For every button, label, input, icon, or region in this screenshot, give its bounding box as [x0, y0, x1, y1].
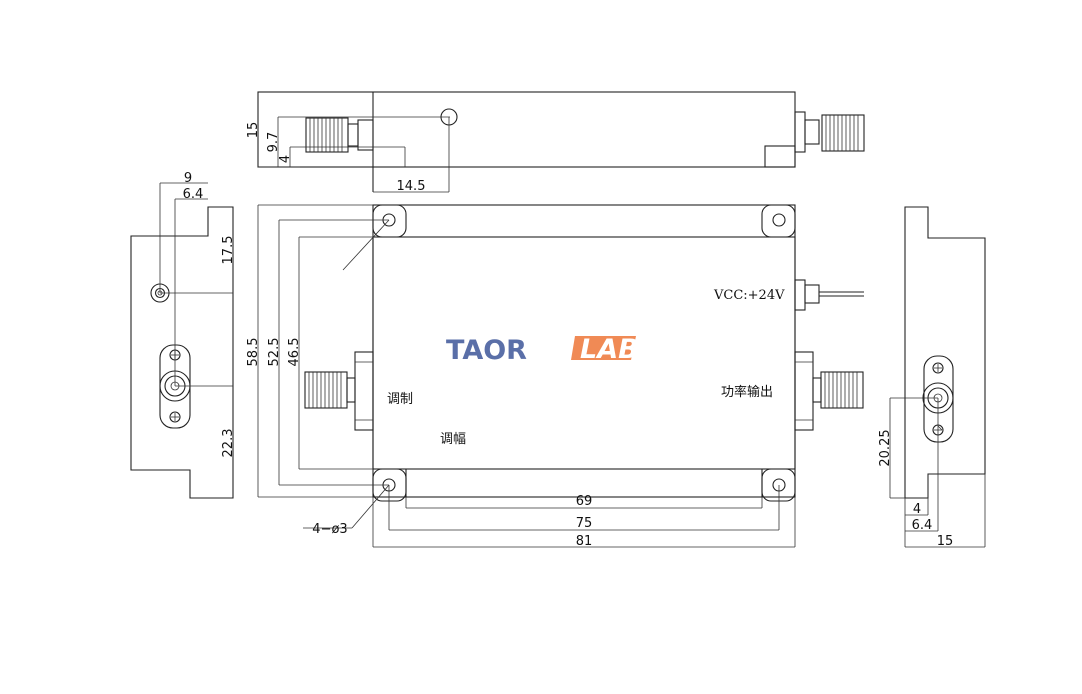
- dim-right-15: 15: [937, 534, 954, 549]
- dim-left-22-3: 22.3: [221, 429, 236, 458]
- output-connector: [794, 351, 864, 431]
- holes-label: 4−ø3: [312, 522, 347, 537]
- logo-part2: LAB: [580, 334, 639, 365]
- logo-part1: TAOR: [446, 335, 527, 366]
- dim-left-17-5: 17.5: [221, 236, 236, 265]
- taorlab-logo: TAOR LAB: [446, 334, 639, 366]
- vcc-label: VCC:+24V: [713, 288, 785, 303]
- dim-top-4: 4: [278, 155, 293, 163]
- dim-front-75: 75: [576, 516, 593, 531]
- power-feedthrough: [794, 279, 864, 311]
- right-side-view: 20.25 4 6.4 15: [878, 206, 986, 549]
- dim-top-14-5: 14.5: [397, 179, 426, 194]
- dim-left-9: 9: [184, 171, 192, 186]
- top-left-connector: [305, 117, 374, 153]
- dim-front-69: 69: [576, 494, 593, 509]
- top-view: 15 9.7 4 14.5: [246, 91, 865, 194]
- dim-top-9-7: 9.7: [266, 132, 281, 153]
- dim-right-6-4: 6.4: [912, 518, 933, 533]
- top-right-connector: [794, 111, 865, 153]
- front-view: 58.5 52.5 46.5 69 75 81 4−ø3 VCC:+24V 调制…: [246, 204, 864, 549]
- dim-top-15: 15: [246, 122, 261, 139]
- power-output-label: 功率输出: [721, 384, 773, 400]
- dim-right-4: 4: [913, 502, 921, 517]
- left-side-view: 9 6.4 17.5 22.3: [130, 171, 236, 499]
- dim-front-81: 81: [576, 534, 593, 549]
- dim-left-6-4: 6.4: [183, 187, 204, 202]
- dim-front-52-5: 52.5: [267, 338, 282, 367]
- input-connector: [304, 351, 374, 431]
- modulation-label: 调制: [387, 392, 413, 407]
- dim-front-46-5: 46.5: [287, 338, 302, 367]
- dim-right-20-25: 20.25: [878, 429, 893, 466]
- am-label: 调幅: [440, 432, 466, 447]
- dim-front-58-5: 58.5: [246, 338, 261, 367]
